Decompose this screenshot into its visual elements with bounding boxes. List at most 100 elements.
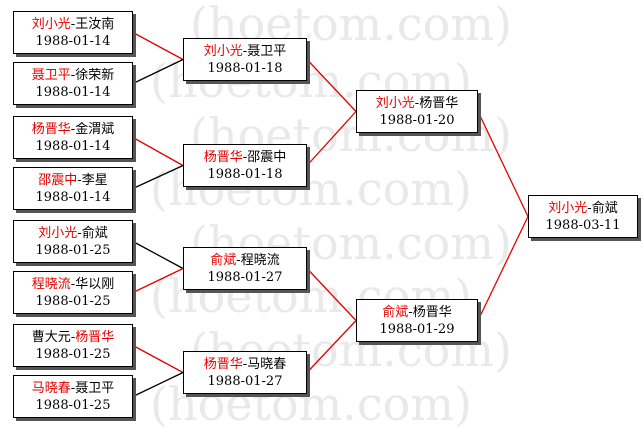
- match-date: 1988-01-27: [207, 270, 283, 285]
- player-b: 聂卫平: [75, 381, 115, 396]
- player-a: 杨晋华: [203, 150, 243, 165]
- connector-line: [132, 371, 184, 398]
- player-a: 刘小光: [203, 44, 243, 59]
- match-box-round1-4: 邵震中-李星 1988-01-14: [13, 167, 133, 210]
- match-players: 刘小光-俞斌: [14, 225, 132, 242]
- match-players: 马晓春-聂卫平: [14, 380, 132, 397]
- connector-line: [306, 59, 357, 112]
- player-b: 李星: [81, 173, 108, 188]
- separator: -: [242, 150, 248, 165]
- player-a: 俞斌: [382, 305, 409, 320]
- match-date: 1988-01-25: [35, 243, 111, 258]
- connector-line: [477, 216, 529, 321]
- match-players: 俞斌-杨晋华: [357, 304, 477, 321]
- player-a: 程晓流: [31, 277, 71, 292]
- match-date: 1988-01-18: [207, 167, 283, 182]
- match-players: 刘小光-聂卫平: [184, 43, 306, 60]
- match-date: 1988-01-14: [35, 34, 111, 49]
- connector-line: [132, 344, 184, 374]
- separator: -: [414, 96, 420, 111]
- match-box-round2-4: 杨晋华-马晓春 1988-01-27: [183, 351, 307, 394]
- connector-line: [306, 320, 357, 373]
- match-date: 1988-01-14: [35, 190, 111, 205]
- connector-line: [132, 136, 184, 167]
- connector-line: [132, 164, 184, 190]
- player-a: 杨晋华: [203, 357, 243, 372]
- connector-line: [477, 111, 529, 217]
- match-players: 刘小光-王汝南: [14, 16, 132, 33]
- separator: -: [77, 226, 82, 241]
- player-b: 杨晋华: [412, 305, 452, 320]
- player-b: 聂卫平: [247, 44, 287, 59]
- match-players: 聂卫平-徐荣新: [14, 67, 132, 84]
- player-a: 刘小光: [38, 226, 78, 241]
- connector-line: [306, 111, 357, 166]
- separator: -: [587, 201, 592, 216]
- connector-line: [132, 267, 184, 294]
- match-date: 1988-01-25: [35, 294, 111, 309]
- match-players: 程晓流-华以刚: [14, 276, 132, 293]
- separator: -: [242, 357, 248, 372]
- match-date: 1988-01-20: [379, 113, 455, 128]
- separator: -: [408, 305, 413, 320]
- separator: -: [242, 44, 248, 59]
- player-a: 刘小光: [31, 17, 71, 32]
- match-date: 1988-01-18: [207, 61, 283, 76]
- match-date: 1988-01-14: [35, 85, 111, 100]
- connector-line: [306, 268, 357, 321]
- player-b: 徐荣新: [75, 68, 115, 83]
- match-date: 1988-01-14: [35, 139, 111, 154]
- separator: -: [70, 17, 76, 32]
- player-b: 马晓春: [247, 357, 287, 372]
- separator: -: [77, 173, 82, 188]
- separator: -: [70, 381, 76, 396]
- match-date: 1988-01-25: [35, 347, 111, 362]
- player-b: 杨晋华: [75, 330, 115, 345]
- player-b: 俞斌: [81, 226, 108, 241]
- player-a: 刘小光: [375, 96, 415, 111]
- player-a: 聂卫平: [31, 68, 71, 83]
- separator: -: [70, 330, 76, 345]
- player-b: 华以刚: [75, 277, 115, 292]
- player-b: 杨晋华: [419, 96, 459, 111]
- match-date: 1988-01-27: [207, 374, 283, 389]
- separator: -: [70, 68, 76, 83]
- separator: -: [236, 253, 241, 268]
- match-date: 1988-03-11: [545, 218, 621, 233]
- match-date: 1988-01-29: [379, 322, 455, 337]
- separator: -: [70, 122, 76, 137]
- match-players: 刘小光-俞斌: [529, 200, 637, 217]
- match-date: 1988-01-25: [35, 398, 111, 413]
- match-players: 曹大元-杨晋华: [14, 329, 132, 346]
- player-a: 刘小光: [548, 201, 588, 216]
- player-a: 杨晋华: [31, 122, 71, 137]
- player-b: 王汝南: [75, 17, 115, 32]
- player-a: 马晓春: [31, 381, 71, 396]
- match-players: 刘小光-杨晋华: [357, 95, 477, 112]
- player-b: 俞斌: [591, 201, 618, 216]
- player-a: 曹大元: [31, 330, 71, 345]
- player-a: 俞斌: [210, 253, 237, 268]
- match-players: 杨晋华-邵震中: [184, 149, 306, 166]
- separator: -: [70, 277, 76, 292]
- connector-line: [132, 31, 184, 61]
- player-a: 邵震中: [38, 173, 78, 188]
- connector-line: [132, 240, 184, 270]
- player-b: 程晓流: [240, 253, 280, 268]
- match-players: 俞斌-程晓流: [184, 252, 306, 269]
